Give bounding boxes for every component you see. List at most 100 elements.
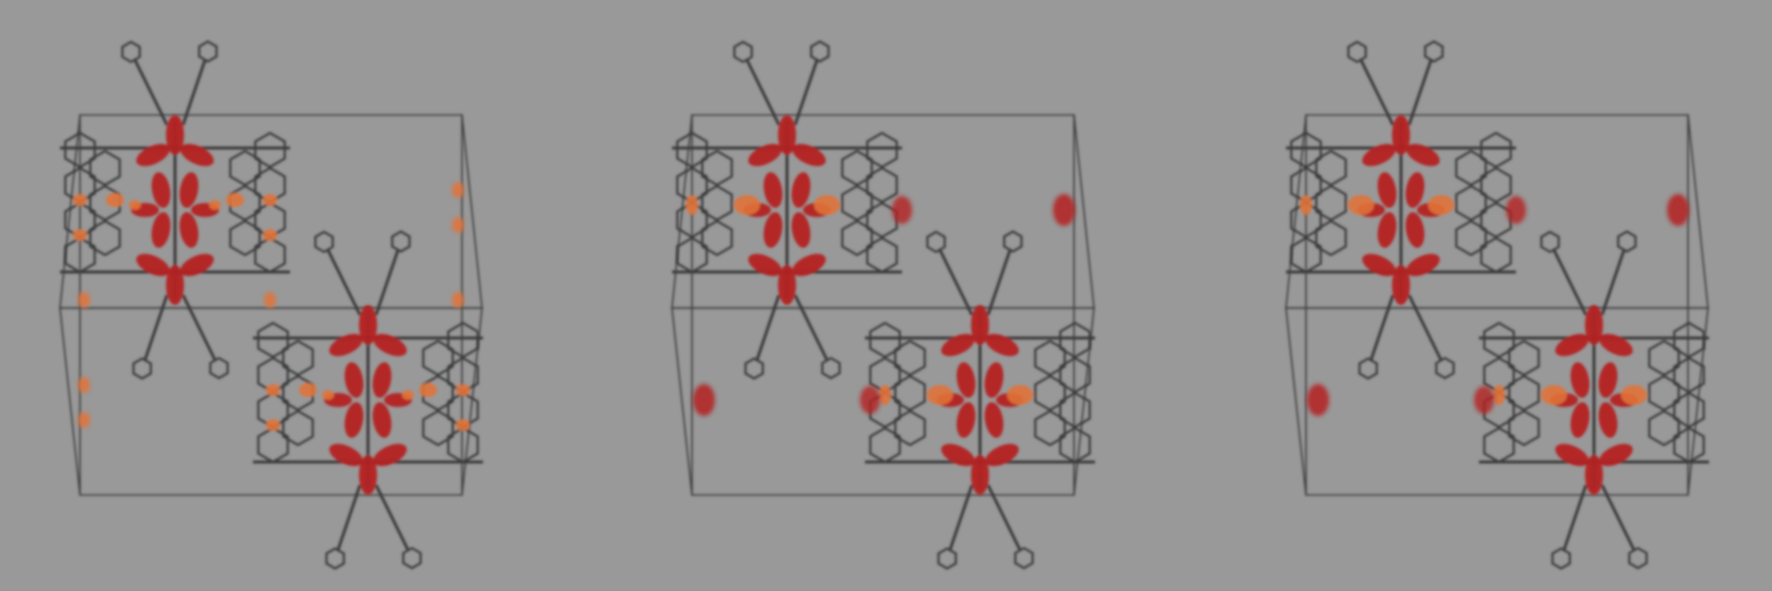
phenyl-bond [1369, 294, 1395, 361]
density-blob-orange [226, 193, 244, 207]
aromatic-ring [1628, 546, 1648, 570]
density-lobe-red [136, 253, 170, 277]
aromatic-ring [937, 547, 957, 570]
density-lobe-red [373, 443, 407, 467]
density-lobe-red [941, 333, 975, 357]
aromatic-ring [121, 40, 141, 64]
phenyl-bond [1359, 59, 1395, 126]
density-lobe-red [1585, 305, 1603, 345]
aromatic-ring [841, 219, 873, 257]
phenyl-bond [326, 249, 362, 316]
density-lobe-red [166, 265, 184, 305]
phenyl-bond [755, 294, 781, 361]
density-lobe-red [344, 402, 364, 438]
density-spot [452, 292, 464, 308]
density-lobe-red [956, 402, 976, 438]
phenyl-bond [133, 59, 169, 126]
aromatic-ring [209, 356, 229, 380]
density-lobe-red [763, 172, 783, 208]
density-lobe-red [136, 143, 170, 167]
density-spot [1474, 386, 1494, 414]
phenyl-bond [986, 249, 1012, 316]
density-blob-orange [322, 390, 334, 400]
aromatic-ring [1617, 230, 1637, 253]
density-blob-orange [73, 229, 87, 241]
density-lobe-red [180, 143, 214, 167]
density-lobe-red [1555, 443, 1589, 467]
density-lobe-red [1377, 212, 1397, 248]
density-lobe-red [1406, 253, 1440, 277]
phenyl-bond [374, 484, 410, 551]
aromatic-ring [422, 409, 454, 447]
aromatic-ring [1435, 356, 1455, 380]
aromatic-ring [198, 40, 218, 63]
edge-density [78, 182, 464, 428]
density-lobe-red [1406, 143, 1440, 167]
crystal-panel-3 [1285, 40, 1709, 570]
density-lobe-red [778, 115, 796, 155]
density-lobe-red [984, 402, 1004, 438]
density-lobe-red [179, 172, 199, 208]
aromatic-ring [1551, 547, 1571, 570]
aromatic-ring [1315, 219, 1347, 257]
density-blob-orange [734, 195, 760, 215]
density-blob-orange [1428, 195, 1454, 215]
aromatic-ring [894, 409, 926, 447]
density-lobe-red [359, 305, 377, 345]
aromatic-ring [89, 219, 121, 257]
density-lobe-red [748, 143, 782, 167]
density-lobe-red [1585, 455, 1603, 495]
density-spot [264, 292, 276, 308]
density-lobe-red [179, 212, 199, 248]
density-lobe-red [373, 333, 407, 357]
density-lobe-red [791, 212, 811, 248]
density-lobe-red [778, 265, 796, 305]
density-blob-orange [1493, 385, 1505, 405]
phenyl-bond [938, 249, 974, 316]
aromatic-ring [1424, 40, 1444, 63]
phenyl-bond [745, 59, 781, 126]
unit-cell [671, 114, 1095, 496]
density-lobe-red [1599, 333, 1633, 357]
density-lobe-red [329, 333, 363, 357]
density-blob-orange [402, 390, 414, 400]
density-blob-orange [879, 385, 891, 405]
density-spot [1667, 194, 1689, 226]
density-blob-orange [1300, 195, 1312, 215]
aromatic-ring [1455, 219, 1487, 257]
phenyl-bond [1407, 294, 1443, 361]
molecule [1479, 230, 1709, 570]
density-blob-orange [814, 195, 840, 215]
density-blob-orange [686, 195, 698, 215]
aromatic-ring [701, 219, 733, 257]
density-lobe-red [971, 455, 989, 495]
aromatic-ring [229, 219, 261, 257]
aromatic-ring [821, 356, 841, 380]
density-blob-orange [419, 383, 437, 397]
density-lobe-red [956, 362, 976, 398]
edge-density [1307, 194, 1689, 416]
density-lobe-red [941, 443, 975, 467]
density-blob-orange [927, 385, 953, 405]
aromatic-ring [1358, 357, 1378, 380]
aromatic-ring [1034, 409, 1066, 447]
aromatic-ring [402, 546, 422, 570]
density-lobe-red [151, 172, 171, 208]
density-lobe-red [1362, 253, 1396, 277]
unit-cell [1285, 114, 1709, 496]
density-lobe-red [329, 443, 363, 467]
density-lobe-red [792, 143, 826, 167]
density-spot [78, 412, 90, 428]
density-spot [860, 386, 880, 414]
density-blob-orange [456, 419, 470, 431]
density-lobe-red [985, 333, 1019, 357]
aromatic-ring [1014, 546, 1034, 570]
phenyl-bond [1552, 249, 1588, 316]
aromatic-ring [1347, 40, 1367, 64]
density-lobe-red [984, 362, 1004, 398]
density-lobe-red [1405, 172, 1425, 208]
density-blob-orange [106, 193, 124, 207]
density-lobe-red [1598, 402, 1618, 438]
panels-group [59, 40, 1709, 570]
